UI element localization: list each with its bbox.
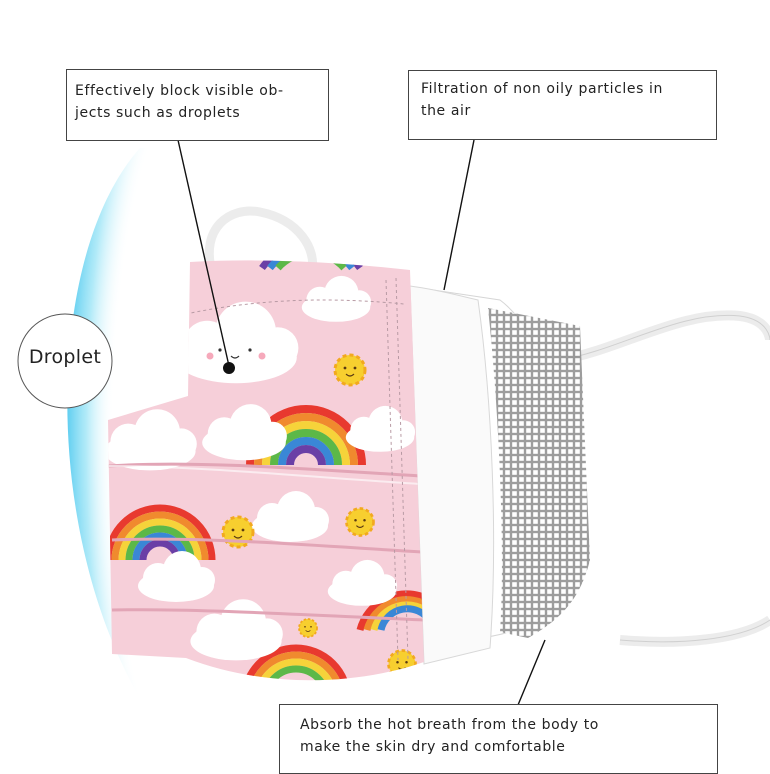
leader-dot-block-droplets: [223, 362, 235, 374]
leader-line-filtration: [443, 139, 475, 291]
callout-absorb-line1: Absorb the hot breath from the body to: [300, 717, 599, 733]
callout-absorb: Absorb the hot breath from the body to m…: [279, 704, 718, 774]
middle-layer: [409, 285, 495, 665]
leader-line-absorb: [517, 639, 546, 706]
callout-absorb-line2: make the skin dry and comfortable: [300, 739, 566, 755]
leader-line-block-droplets: [177, 139, 230, 367]
ear-loop-right: [559, 310, 770, 647]
droplet-label: Droplet: [28, 346, 102, 368]
callout-block-droplets-line2: jects such as droplets: [75, 105, 241, 121]
callout-block-droplets-line1: Effectively block visible ob-: [75, 83, 284, 99]
callout-block-droplets: Effectively block visible ob- jects such…: [66, 69, 329, 141]
callout-filtration-line2: the air: [421, 103, 471, 119]
droplet-circle: [17, 313, 113, 409]
callout-filtration-line1: Filtration of non oily particles in: [421, 81, 663, 97]
callout-filtration: Filtration of non oily particles in the …: [408, 70, 717, 140]
filter-mesh-layer: [488, 308, 590, 638]
ear-loop-left: [204, 206, 318, 274]
